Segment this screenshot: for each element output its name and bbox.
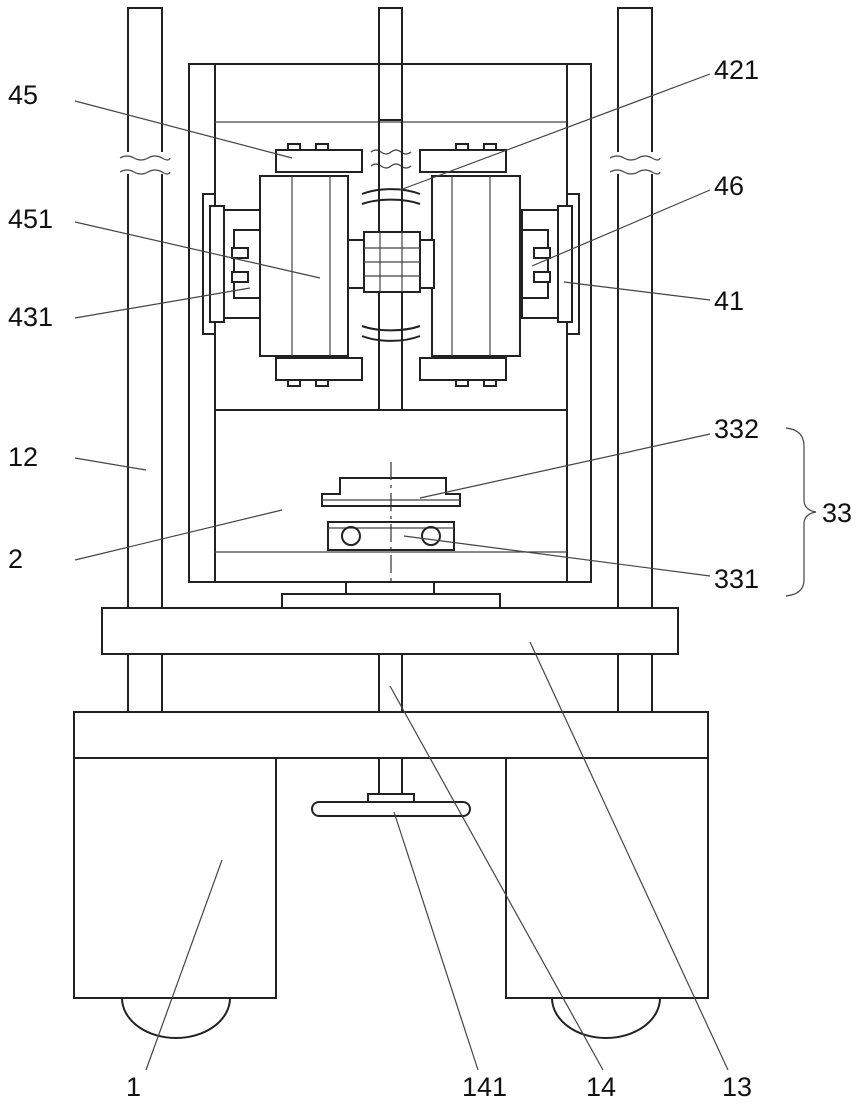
left-clamp-block bbox=[260, 176, 364, 356]
handwheel bbox=[312, 794, 470, 816]
mount-block bbox=[346, 582, 434, 594]
label-141: 141 bbox=[462, 1072, 507, 1102]
label-45: 45 bbox=[8, 80, 38, 110]
label-431: 431 bbox=[8, 302, 53, 332]
right-clamp-block bbox=[418, 176, 520, 356]
left-side-bracket bbox=[203, 194, 260, 334]
label-332: 332 bbox=[714, 414, 759, 444]
label-13: 13 bbox=[722, 1072, 752, 1102]
label-451: 451 bbox=[8, 204, 53, 234]
base bbox=[74, 712, 708, 998]
lifting-platform bbox=[102, 608, 678, 654]
central-ring bbox=[362, 189, 420, 341]
left-wheel bbox=[122, 998, 230, 1038]
right-wheel bbox=[552, 998, 660, 1038]
label-14: 14 bbox=[586, 1072, 616, 1102]
label-2: 2 bbox=[8, 544, 23, 574]
label-46: 46 bbox=[714, 171, 744, 201]
label-421: 421 bbox=[714, 55, 759, 85]
label-41: 41 bbox=[714, 286, 744, 316]
label-1: 1 bbox=[126, 1072, 141, 1102]
lower-guide-plates bbox=[276, 358, 506, 386]
central-screw-rod bbox=[371, 8, 411, 794]
mount-plate bbox=[282, 594, 500, 608]
right-side-bracket bbox=[522, 194, 579, 334]
label-331: 331 bbox=[714, 564, 759, 594]
label-33: 33 bbox=[822, 498, 852, 528]
label-12: 12 bbox=[8, 442, 38, 472]
